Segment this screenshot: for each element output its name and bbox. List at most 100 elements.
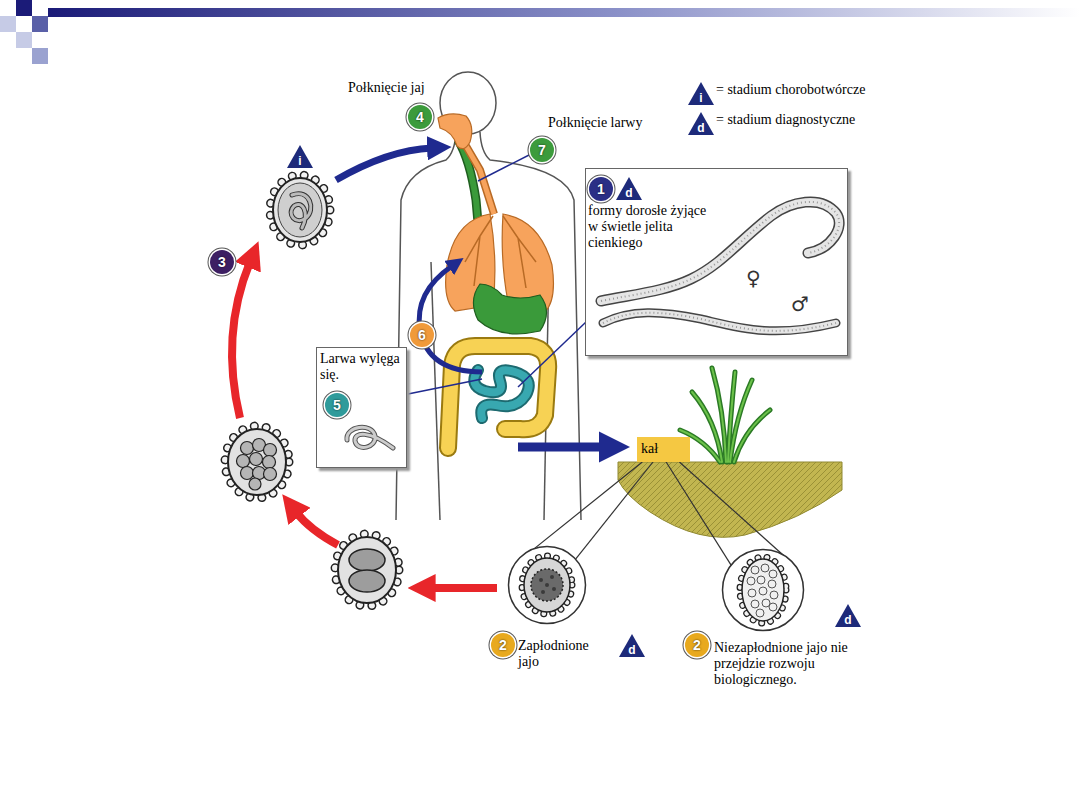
organs bbox=[474, 370, 528, 418]
organs bbox=[465, 216, 536, 288]
unfertilized-egg-circle bbox=[740, 557, 786, 623]
slide-decoration bbox=[48, 8, 1080, 17]
morula-egg bbox=[225, 426, 289, 498]
unfertilized-egg-circle bbox=[748, 589, 756, 597]
slide-decoration bbox=[16, 0, 32, 16]
fertilized-egg-circle bbox=[539, 578, 543, 582]
stage-marker: d bbox=[835, 604, 861, 627]
stage-marker: d bbox=[616, 177, 642, 200]
text-label: Połknięcie larwy bbox=[548, 115, 642, 131]
fertilized-egg-circle bbox=[545, 583, 549, 587]
callout-number: 7 bbox=[530, 138, 554, 162]
grass bbox=[692, 392, 722, 462]
two-cell-egg bbox=[335, 534, 399, 606]
unfertilized-egg-circle bbox=[768, 580, 776, 588]
adult-worms bbox=[603, 313, 836, 331]
text-label: formy dorosłe żyjące w świetle jelita ci… bbox=[588, 203, 710, 251]
grass bbox=[734, 410, 770, 462]
grass bbox=[680, 368, 770, 462]
fertilized-egg-circle bbox=[531, 569, 563, 601]
two-cell-egg bbox=[338, 537, 396, 603]
larvated-egg bbox=[270, 175, 330, 245]
leader-line bbox=[403, 154, 586, 395]
fertilized-egg-circle bbox=[524, 558, 570, 612]
stage-marker: d bbox=[688, 112, 714, 135]
morula-egg bbox=[249, 478, 261, 490]
fertilized-egg-circle bbox=[522, 556, 572, 614]
organs bbox=[473, 284, 546, 334]
legend-text: = stadium diagnostyczne bbox=[716, 112, 855, 128]
morula-egg bbox=[250, 453, 263, 466]
larva-drawing bbox=[347, 427, 393, 448]
unfertilized-egg-circle bbox=[761, 564, 769, 572]
callout-line bbox=[576, 462, 653, 559]
unfertilized-egg-circle bbox=[770, 591, 778, 599]
morula-egg bbox=[225, 426, 289, 498]
callout-number: 2 bbox=[491, 633, 515, 657]
grass bbox=[712, 368, 726, 462]
info-box: Larwa wylęga się.5 bbox=[316, 347, 407, 468]
morula-egg bbox=[228, 429, 286, 495]
leader-line bbox=[478, 154, 531, 181]
unfertilized-egg-circle bbox=[751, 600, 759, 608]
cycle-arrow bbox=[430, 584, 497, 592]
morula-egg bbox=[241, 467, 254, 480]
fertilized-egg-circle bbox=[507, 545, 587, 625]
organs bbox=[438, 114, 472, 149]
grass bbox=[680, 368, 770, 462]
legend-text: = stadium chorobotwórcze bbox=[716, 82, 865, 98]
text-label: Larwa wylęga się. bbox=[320, 351, 402, 383]
slide-decoration bbox=[32, 48, 48, 64]
fertilized-egg-circle bbox=[509, 547, 586, 624]
egg-circle: Zapłodnione jajo bbox=[507, 545, 587, 625]
unfertilized-egg-circle bbox=[756, 609, 764, 617]
organs bbox=[448, 346, 548, 448]
callout-number: 4 bbox=[408, 105, 432, 129]
text-label: Połknięcie jaj bbox=[348, 80, 425, 96]
larva-drawing bbox=[347, 427, 393, 448]
two-cell-egg bbox=[349, 570, 385, 592]
fertilized-egg-circle bbox=[552, 587, 556, 591]
morula-egg bbox=[237, 439, 277, 491]
callout-number: 1 bbox=[589, 177, 613, 201]
unfertilized-egg-circle bbox=[751, 566, 759, 574]
morula-egg bbox=[263, 456, 276, 469]
unfertilized-egg-circle bbox=[747, 564, 778, 617]
morula-egg bbox=[225, 426, 289, 498]
slide-decoration bbox=[0, 0, 1080, 64]
larvated-egg bbox=[270, 175, 330, 245]
soil bbox=[618, 462, 842, 537]
human-outline bbox=[431, 262, 440, 520]
stage-marker: d bbox=[619, 634, 645, 657]
larvated-egg bbox=[291, 194, 311, 228]
human-outline bbox=[396, 72, 581, 520]
grass bbox=[728, 372, 735, 462]
adult-worms bbox=[603, 313, 836, 331]
grass bbox=[680, 368, 770, 462]
unfertilized-egg-circle bbox=[757, 576, 765, 584]
larvated-egg bbox=[278, 183, 322, 237]
callout-line bbox=[666, 462, 731, 565]
slide-decoration bbox=[32, 16, 48, 32]
leader-line bbox=[403, 379, 482, 395]
two-cell-egg bbox=[349, 549, 385, 571]
info-box: 1d formy dorosłe żyjące w świetle jelita … bbox=[585, 168, 848, 356]
unfertilized-egg-circle bbox=[740, 557, 786, 623]
two-cell-egg bbox=[335, 534, 399, 606]
slide-decoration bbox=[0, 16, 16, 32]
larvated-egg bbox=[273, 178, 327, 242]
text-label: Zapłodnione jajo bbox=[518, 638, 602, 670]
cycle-arrow bbox=[232, 262, 250, 418]
unfertilized-egg-circle bbox=[747, 577, 755, 585]
soil bbox=[618, 462, 842, 537]
morula-egg bbox=[241, 442, 254, 455]
unfertilized-egg-circle bbox=[769, 570, 777, 578]
fertilized-egg-circle bbox=[550, 575, 554, 579]
feces-box: kał bbox=[637, 437, 690, 462]
organs bbox=[438, 114, 553, 448]
sex-symbol: ♂ bbox=[791, 293, 809, 315]
leader-line bbox=[518, 322, 586, 387]
fertilized-egg-circle bbox=[522, 556, 572, 614]
